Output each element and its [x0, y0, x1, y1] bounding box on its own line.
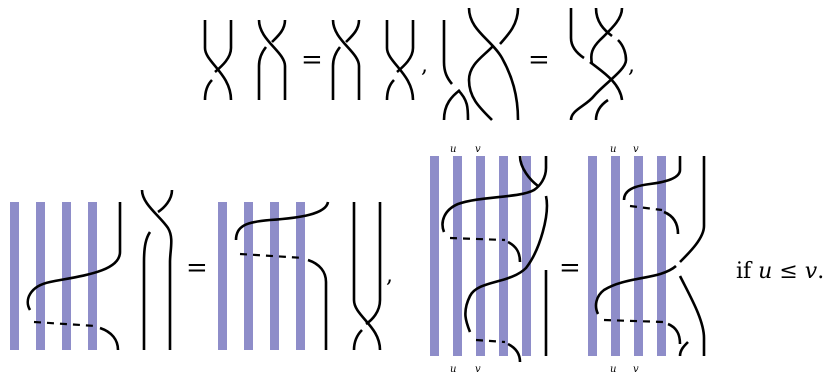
- lhs-diagram: [10, 189, 174, 351]
- bar: [430, 156, 439, 356]
- label-v-top: v: [475, 144, 481, 155]
- lhs-diagram: [203, 19, 287, 101]
- label-u-top: u: [450, 144, 456, 155]
- equals-sign: =: [528, 45, 550, 75]
- relation-top-left: = ,: [203, 19, 428, 101]
- relation-bottom-right: u v u v = u v: [430, 144, 706, 375]
- label-u-top: u: [610, 144, 616, 155]
- rhs-diagram: u v u v: [588, 144, 706, 375]
- bar: [588, 156, 597, 356]
- relation-top-right: = ,: [442, 7, 635, 121]
- bar-v: [634, 156, 643, 356]
- bar-v: [476, 156, 485, 356]
- equals-sign: =: [301, 45, 323, 75]
- condition-text: if u ≤ v.: [736, 259, 824, 284]
- bar: [522, 156, 531, 356]
- comma: ,: [386, 263, 393, 288]
- lhs-diagram: [442, 7, 520, 121]
- bar: [10, 202, 19, 350]
- equals-sign: =: [186, 253, 208, 283]
- condition-left: u: [758, 259, 772, 284]
- lhs-diagram: u v u v: [430, 144, 549, 375]
- label-u-bottom: u: [610, 364, 616, 375]
- bar: [62, 202, 71, 350]
- label-v-top: v: [633, 144, 639, 155]
- rhs-diagram: [569, 7, 628, 121]
- equals-sign: =: [559, 253, 581, 283]
- condition-suffix: .: [817, 259, 824, 284]
- bar: [36, 202, 45, 350]
- label-v-bottom: v: [475, 364, 481, 375]
- label-v-bottom: v: [633, 364, 639, 375]
- label-u-bottom: u: [450, 364, 456, 375]
- bar-u: [611, 156, 620, 356]
- condition-relation: ≤: [772, 259, 804, 284]
- bar: [499, 156, 508, 356]
- bar: [88, 202, 97, 350]
- rhs-diagram: [218, 201, 382, 351]
- bar: [244, 202, 253, 350]
- relation-bottom-left: = ,: [10, 189, 393, 351]
- rhs-diagram: [331, 19, 415, 101]
- bar: [218, 202, 227, 350]
- condition-prefix: if: [736, 259, 758, 284]
- comma: ,: [421, 53, 428, 78]
- bar: [657, 156, 666, 356]
- comma: ,: [628, 53, 635, 78]
- bar: [296, 202, 305, 350]
- condition-right: v: [805, 259, 818, 284]
- bar-u: [453, 156, 462, 356]
- bar: [270, 202, 279, 350]
